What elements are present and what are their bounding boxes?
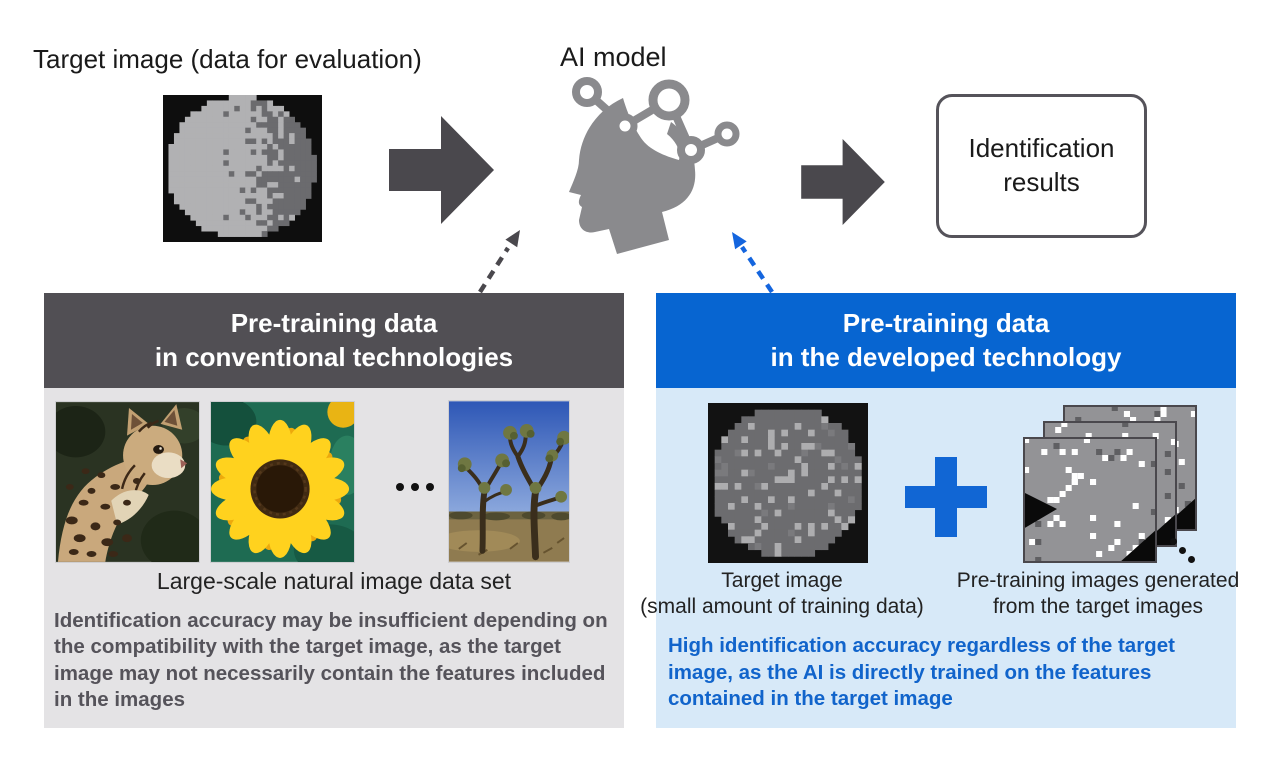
conventional-technology-panel: Pre-training data in conventional techno… [44,293,624,728]
dataset-caption: Large-scale natural image data set [156,568,512,594]
wild-cat-image [55,401,200,563]
conventional-pointer-icon [478,230,520,294]
target-image-thumbnail [163,95,322,242]
ai-model-label: AI model [560,42,667,72]
developed-technology-panel: Pre-training data in the developed techn… [640,293,1239,728]
identification-results-label: Identification results [968,133,1115,197]
developed-pointer-icon [732,232,774,294]
flow-arrow-icon [389,116,494,224]
identification-results-box: Identification results [936,94,1147,238]
ai-model-icon [569,77,740,254]
generated-images-caption: Pre-training images generated from the t… [956,569,1240,619]
developed-panel-body: Target image (small amount of training d… [640,388,1239,728]
developed-note: High identification accuracy regardless … [668,634,1175,711]
conventional-panel-body: Large-scale natural image data set Ident… [44,388,624,728]
sunflower-image [210,401,355,563]
generated-images-stack [1023,405,1199,565]
flow-arrow-icon [801,139,885,225]
small-target-image-thumbnail [708,403,868,563]
generated-image-tile [1023,437,1157,563]
target-image-label: Target image (data for evaluation) [33,44,422,74]
conventional-panel-title: Pre-training data in conventional techno… [44,293,624,388]
developed-panel-title: Pre-training data in the developed techn… [656,293,1236,388]
conventional-note: Identification accuracy may be insuffici… [54,609,608,712]
plus-icon [905,457,987,537]
ellipsis-icon [396,483,434,491]
small-target-caption: Target image (small amount of training d… [640,569,924,619]
joshua-trees-image [448,400,570,563]
